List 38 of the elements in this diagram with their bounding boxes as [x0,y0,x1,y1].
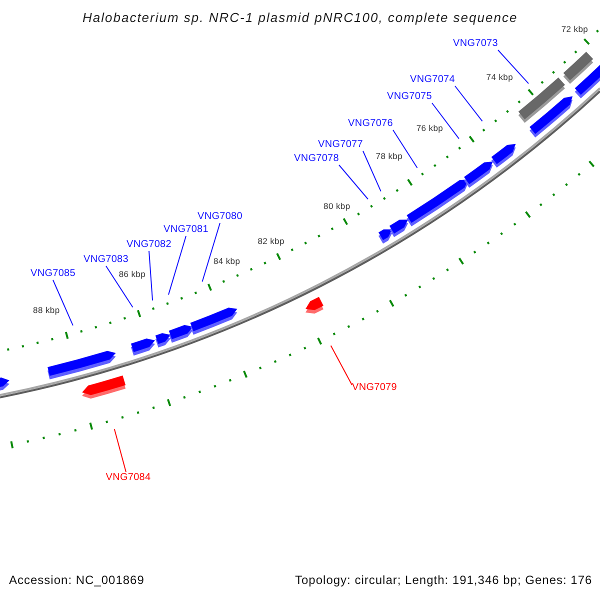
tick-label: 72 kbp [561,24,588,34]
leader-line [498,50,530,84]
gene-label: VNG7075 [387,91,432,102]
leader-line [338,164,368,200]
gene-label: VNG7076 [348,118,393,130]
title: Halobacterium sp. NRC-1 plasmid pNRC100, complete sequence [82,10,518,26]
accession-text: Accession: NC_001869 [9,574,144,588]
tick-label: 80 kbp [324,202,350,211]
gene-label: VNG7084 [106,472,151,484]
leader-line [148,250,154,301]
gene-label: VNG7082 [126,239,172,250]
gene-label: VNG7083 [84,254,128,266]
leader-line [52,280,74,326]
leader-line [168,236,186,296]
leader-line [114,428,126,472]
tick-label: 78 kbp [376,152,403,160]
gene-label: VNG7081 [164,224,208,236]
gene-label: VNG7074 [410,74,455,86]
leader-line [330,345,352,386]
tick-label: 86 kbp [118,270,146,279]
tick-label: 84 kbp [213,257,240,266]
summary-text: Topology: circular; Length: 191,346 bp; Genes: 176 [295,574,592,588]
gene-label: VNG7078 [294,153,339,164]
leader-line [362,150,382,192]
leader-line [202,222,220,282]
tick-label: 76 kbp [416,124,444,133]
tick-label: 74 kbp [486,73,514,82]
gene-label: VNG7079 [352,382,397,394]
tick-label: 88 kbp [33,306,60,315]
leader-line [432,102,460,140]
gene-label: VNG7080 [198,211,242,222]
gene-label: VNG7077 [318,139,363,150]
leader-line [454,86,483,122]
leader-line [392,130,418,168]
leader-line [106,266,134,308]
gene-label: VNG7073 [453,38,498,50]
tick-label: 82 kbp [258,236,284,246]
gene-label: VNG7085 [30,268,76,280]
